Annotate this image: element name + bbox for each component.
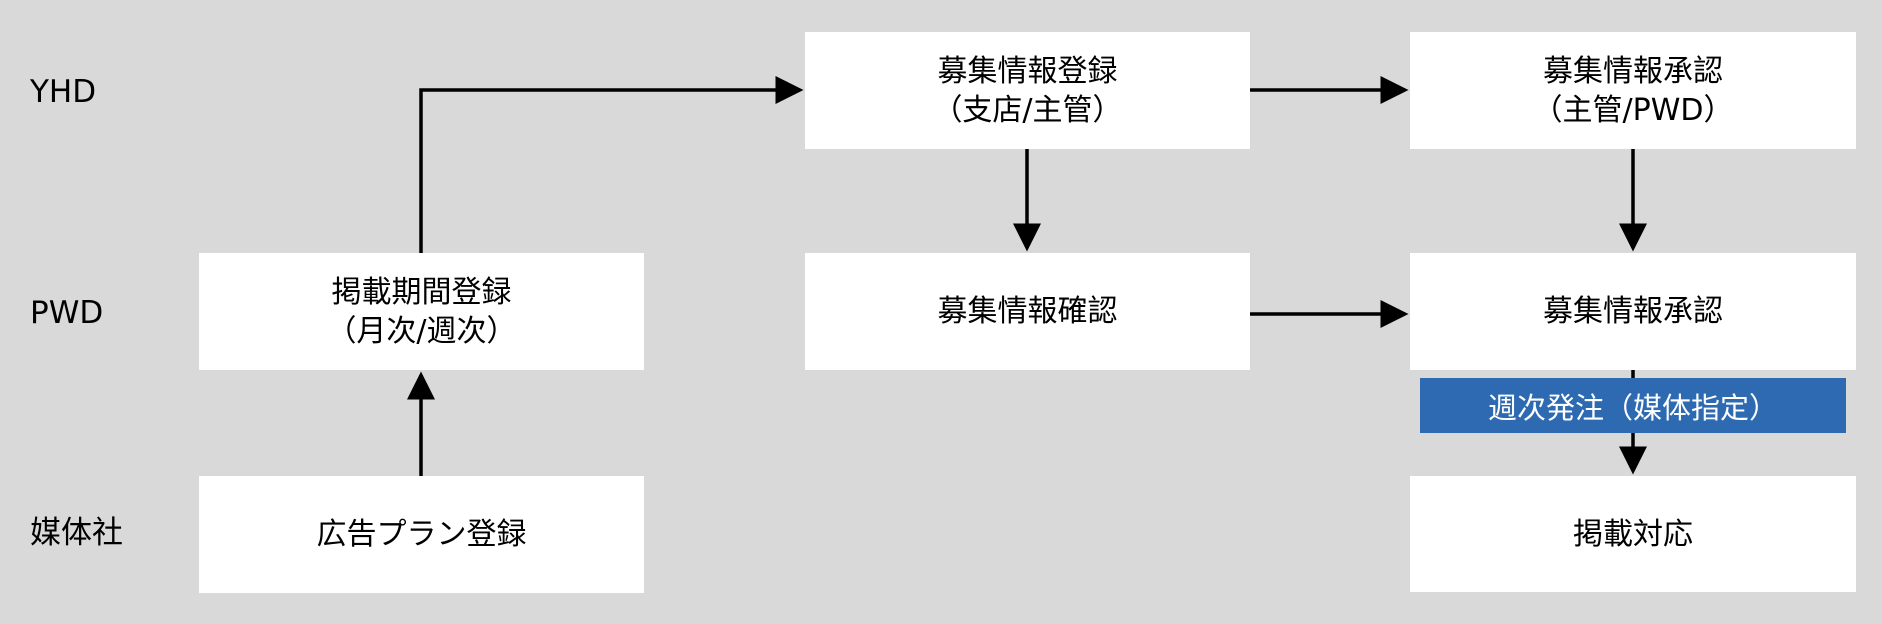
box-subtext: （支店/主管） — [932, 92, 1123, 128]
box-subtext: （月次/週次） — [326, 313, 517, 349]
box-text: 掲載対応 — [1573, 516, 1693, 552]
arrow-keisai-to-boshu-toroku — [419, 76, 804, 253]
box-boshu-shonin-pwd: 募集情報承認 — [1410, 253, 1856, 370]
lane-label-pwd: PWD — [30, 295, 104, 331]
box-text: 募集情報確認 — [937, 294, 1118, 329]
box-text: 掲載期間登録 — [331, 274, 512, 310]
box-subtext: （主管/PWD） — [1532, 92, 1734, 128]
box-text: 募集情報承認 — [1543, 53, 1723, 89]
box-text: 広告プラン登録 — [316, 517, 527, 552]
box-text: 募集情報登録 — [937, 53, 1118, 89]
box-boshu-shonin-yhd: 募集情報承認 （主管/PWD） — [1410, 32, 1856, 149]
box-boshu-toroku: 募集情報登録 （支店/主管） — [805, 32, 1250, 149]
lane-label-yhd: YHD — [30, 74, 97, 110]
box-keisai-taio: 掲載対応 — [1410, 476, 1856, 592]
box-boshu-kakunin: 募集情報確認 — [805, 253, 1250, 370]
box-kokoku-plan-toroku: 広告プラン登録 — [199, 476, 644, 593]
lane-label-media: 媒体社 — [30, 515, 123, 551]
weekly-order-label: 週次発注（媒体指定） — [1420, 378, 1846, 433]
box-text: 募集情報承認 — [1543, 294, 1723, 329]
box-keisai-kikan-toroku: 掲載期間登録 （月次/週次） — [199, 253, 644, 370]
